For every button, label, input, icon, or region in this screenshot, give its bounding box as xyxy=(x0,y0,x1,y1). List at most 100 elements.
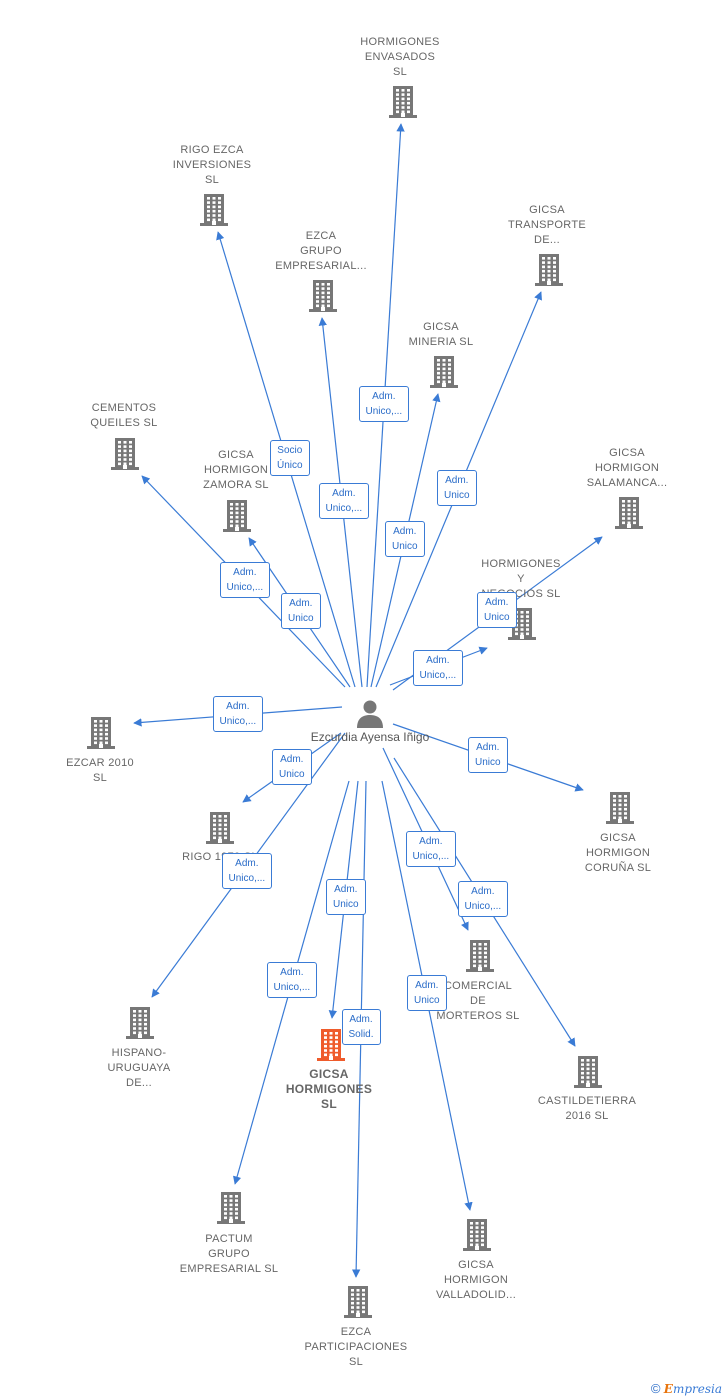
center-person-node[interactable]: Ezcurdia Ayensa Iñigo xyxy=(310,698,430,745)
role-badge-line: Unico xyxy=(484,612,510,623)
role-badge-line: Unico,... xyxy=(228,873,266,884)
role-badge-rigo-1970[interactable]: Adm.Unico xyxy=(272,749,312,785)
company-name-line: Y xyxy=(517,573,525,585)
company-node-cementos-queiles[interactable] xyxy=(65,438,185,470)
company-name-line: GICSA xyxy=(458,1259,494,1271)
person-name: Ezcurdia Ayensa Iñigo xyxy=(310,730,430,745)
company-node-ezca-grupo-empresarial[interactable] xyxy=(263,280,383,312)
company-name-line: HORMIGON xyxy=(443,1274,509,1286)
company-node-gicsa-hormigones[interactable] xyxy=(271,1029,391,1061)
company-name-line: EZCA xyxy=(305,230,337,242)
company-name: GICSA HORMIGON VALLADOLID... xyxy=(416,1258,536,1303)
role-badge-pactum-grupo-empresarial[interactable]: Adm.Unico,... xyxy=(266,962,318,998)
company-label-gicsa-mineria[interactable]: GICSA MINERIA SL xyxy=(381,320,501,350)
company-node-ezca-participaciones[interactable] xyxy=(298,1286,418,1318)
company-label-gicsa-hormigon-valladolid[interactable]: GICSA HORMIGON VALLADOLID... xyxy=(416,1258,536,1303)
building-icon xyxy=(126,1007,154,1039)
building-icon xyxy=(389,86,417,118)
company-node-gicsa-hormigon-salamanca[interactable] xyxy=(569,497,689,529)
role-badge-hormigones-envasados[interactable]: Adm.Unico,... xyxy=(358,386,410,422)
role-badge-gicsa-hormigon-zamora[interactable]: Adm.Unico xyxy=(281,593,321,629)
company-node-hispano-uruguaya[interactable] xyxy=(80,1007,200,1039)
building-icon xyxy=(508,608,536,640)
building-icon xyxy=(217,1192,245,1224)
company-node-castildetierra-2016[interactable] xyxy=(528,1056,648,1088)
person-name-line: Iñigo xyxy=(403,730,430,744)
company-node-rigo-1970[interactable] xyxy=(160,812,280,844)
building-icon xyxy=(223,500,251,532)
company-name-line: SL xyxy=(392,66,408,78)
footer-brand: © Empresia xyxy=(651,1381,722,1396)
company-name-line: ENVASADOS xyxy=(364,51,436,63)
company-name: GICSA MINERIA SL xyxy=(381,320,501,350)
role-badge-line: Unico xyxy=(333,899,359,910)
role-badge-comercial-de-morteros[interactable]: Adm.Unico,... xyxy=(405,831,457,867)
role-badge-line: Adm. xyxy=(393,526,417,537)
building-icon xyxy=(309,280,337,312)
company-node-pactum-grupo-empresarial[interactable] xyxy=(171,1192,291,1224)
company-name-line: GRUPO xyxy=(300,245,342,257)
role-badge-line: Unico xyxy=(279,769,305,780)
brand-initial: E xyxy=(663,1382,673,1396)
role-badge-line: Adm. xyxy=(280,967,304,978)
role-badge-gicsa-hormigon-valladolid[interactable]: Adm.Unico xyxy=(407,975,447,1011)
company-name-line: MINERIA SL xyxy=(408,336,474,348)
company-node-gicsa-hormigon-coruna[interactable] xyxy=(560,792,680,824)
role-badge-cementos-queiles[interactable]: Adm.Unico,... xyxy=(219,562,271,598)
building-icon xyxy=(200,194,228,226)
role-badge-hormigones-y-negocios[interactable]: Adm.Unico,... xyxy=(412,650,464,686)
company-name-line: GICSA xyxy=(423,321,459,333)
company-name-line: DE... xyxy=(534,234,560,246)
company-node-hormigones-y-negocios[interactable] xyxy=(462,608,582,640)
role-badge-hispano-uruguaya[interactable]: Adm.Unico,... xyxy=(221,853,273,889)
role-badge-gicsa-mineria[interactable]: Adm.Unico xyxy=(385,521,425,557)
role-badge-gicsa-hormigon-coruna[interactable]: Adm.Unico xyxy=(468,737,508,773)
role-badge-castildetierra-2016[interactable]: Adm.Unico,... xyxy=(457,881,509,917)
company-name-line: GICSA xyxy=(218,449,254,461)
company-node-gicsa-transporte[interactable] xyxy=(489,254,609,286)
company-name-line: VALLADOLID... xyxy=(435,1289,517,1301)
role-badge-line: Unico,... xyxy=(419,670,457,681)
role-badge-gicsa-hormigones[interactable]: Adm.Unico xyxy=(326,879,366,915)
role-badge-ezcar-2010[interactable]: Adm.Unico,... xyxy=(212,696,264,732)
company-node-gicsa-hormigon-valladolid[interactable] xyxy=(417,1219,537,1251)
role-badge-line: Unico xyxy=(288,613,314,624)
company-node-rigo-ezca-inversiones[interactable] xyxy=(154,194,274,226)
role-badge-ezca-participaciones[interactable]: Adm.Solid. xyxy=(341,1009,381,1045)
role-badge-line: Adm. xyxy=(419,836,443,847)
company-node-gicsa-hormigon-zamora[interactable] xyxy=(177,500,297,532)
role-badge-ezca-grupo-empresarial[interactable]: Adm.Unico,... xyxy=(318,483,370,519)
building-icon xyxy=(535,254,563,286)
company-name-line: HORMIGON xyxy=(203,464,269,476)
company-node-gicsa-mineria[interactable] xyxy=(384,356,504,388)
role-badge-gicsa-hormigon-salamanca[interactable]: Adm.Unico xyxy=(477,592,517,628)
company-node-hormigones-envasados[interactable] xyxy=(343,86,463,118)
company-node-comercial-de-morteros[interactable] xyxy=(420,940,540,972)
company-name-line: CASTILDETIERRA xyxy=(537,1095,637,1107)
role-badge-gicsa-transporte[interactable]: Adm.Unico xyxy=(437,470,477,506)
company-node-ezcar-2010[interactable] xyxy=(41,717,161,749)
role-badge-line: Unico,... xyxy=(365,406,403,417)
company-name-line: GICSA xyxy=(529,204,565,216)
building-icon xyxy=(615,497,643,529)
company-name-line: RIGO EZCA xyxy=(180,144,244,156)
role-badge-line: Unico,... xyxy=(464,901,502,912)
